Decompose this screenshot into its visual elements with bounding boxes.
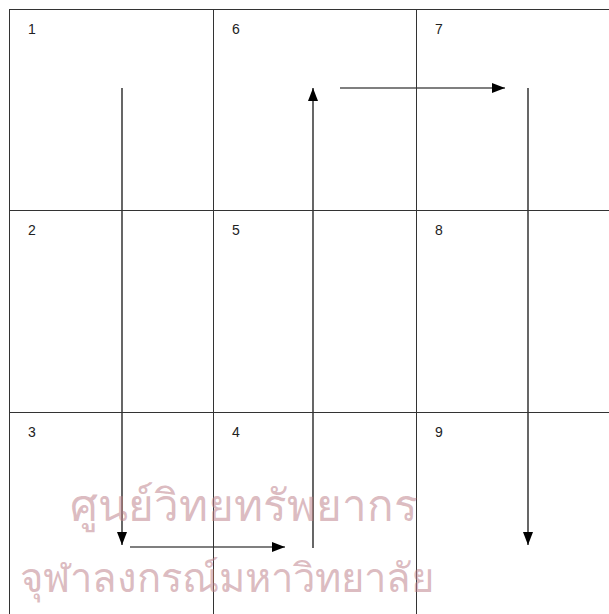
cell-number: 3 <box>28 425 36 440</box>
flow-arrow <box>121 88 122 545</box>
grid-cell: 2 <box>9 210 213 412</box>
cell-number: 4 <box>232 425 240 440</box>
watermark-text: ศูนย์วิทยทรัพยากร <box>70 470 418 540</box>
cell-number: 1 <box>28 22 36 37</box>
grid-cell: 7 <box>416 9 609 210</box>
grid-cell: 8 <box>416 210 609 412</box>
grid-cell: 5 <box>213 210 416 412</box>
flow-arrow <box>312 88 313 548</box>
grid-cell: 9 <box>416 412 609 614</box>
cell-number: 9 <box>435 425 443 440</box>
cell-number: 6 <box>232 22 240 37</box>
flow-arrow <box>527 88 528 545</box>
watermark-text: จุฬาลงกรณ์มหาวิทยาลัย <box>20 546 434 610</box>
cell-number: 5 <box>232 223 240 238</box>
grid-cell: 6 <box>213 9 416 210</box>
grid-cell: 1 <box>9 9 213 210</box>
cell-number: 7 <box>435 22 443 37</box>
flow-arrow <box>130 546 285 547</box>
cell-number: 8 <box>435 223 443 238</box>
cell-number: 2 <box>28 223 36 238</box>
flow-arrow <box>340 87 505 88</box>
